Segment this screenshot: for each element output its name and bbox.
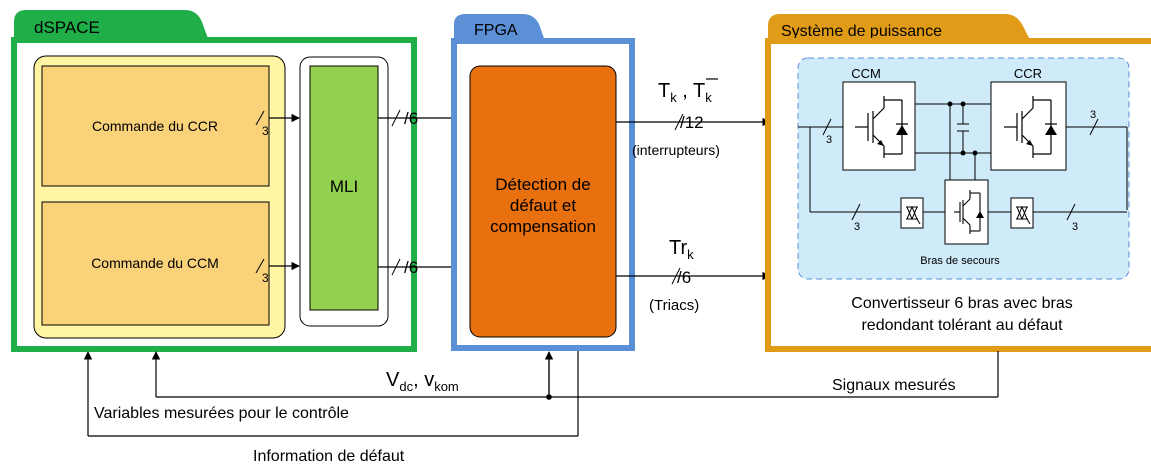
junction-dot [546,394,552,400]
power-title: Système de puissance [781,23,942,40]
triacs-caption: (Triacs) [649,297,699,314]
backup-leg-icon [944,179,989,245]
ccm-bus-slash [255,258,265,274]
junction-dot [960,101,966,107]
converter-bus-width-left: 3 [854,221,860,233]
converter-bus-width-right: 3 [1072,221,1078,233]
converter-caption-line1: Convertisseur 6 bras avec bras [851,295,1072,312]
feedback-wiring [88,351,999,437]
ccr-control-block [41,65,270,187]
dspace-tab [14,10,210,44]
fpga-block-line2: défaut et [510,196,576,215]
junction-dot [947,101,953,107]
measured-signals-label: Signaux mesurés [832,377,956,394]
switches-caption: (interrupteurs) [632,142,720,158]
ccr-igbt-icon [990,81,1067,171]
ccm-label: CCM [851,66,881,81]
converter-bus-width-out: 3 [1090,109,1096,121]
ccm-control-label: Commande du CCM [91,255,219,271]
ccm-igbt-icon [842,81,916,171]
switches-bus-slash [674,113,684,131]
ccm-control-block [41,201,270,326]
triac-left-icon [900,197,924,229]
junction-dot [972,150,978,156]
junction-dot [960,150,966,156]
converter-bus-slash [1066,203,1076,221]
ccr-control-label: Commande du CCR [92,118,218,134]
mli-top-bus-width: /6 [404,109,418,128]
fault-information-label: Information de défaut [253,448,405,464]
dspace-title: dSPACE [34,18,100,37]
trk-label: Trk [669,237,694,262]
triac-right-icon [1010,197,1034,229]
mli-bottom-bus-slash [391,258,401,276]
fpga-detection-block [469,65,617,338]
tkbar-label: T [693,80,705,102]
mli-label: MLI [330,177,358,196]
power-tab [768,14,1032,44]
converter-bus-slash [1089,118,1099,136]
mli-bottom-bus-width: /6 [404,258,418,277]
converter-caption-line2: redondant tolérant au défaut [861,317,1063,334]
control-variables-label: Variables mesurées pour le contrôle [94,405,349,422]
mli-block [309,65,379,311]
converter-bus-width-in: 3 [826,134,832,146]
converter-bus-slash [851,203,861,221]
triacs-bus-slash [671,267,681,285]
switches-width: /12 [680,113,704,132]
fpga-block-line3: compensation [490,217,596,236]
ccm-bus-width: 3 [262,271,269,285]
ccr-bus-width: 3 [262,124,269,138]
triacs-width: /6 [677,268,691,287]
fpga-tab [454,14,546,44]
converter-bus-slash [822,118,832,136]
fpga-block-line1: Détection de [495,175,590,194]
ccr-bus-slash [255,110,265,126]
vdc-vkom-label: Vdc, vkom [386,369,459,394]
ccr-label: CCR [1014,66,1042,81]
tk-label: Tk , Tk [658,80,712,105]
mli-top-bus-slash [391,109,401,127]
fpga-title: FPGA [474,22,518,39]
backup-leg-label: Bras de secours [920,255,1000,267]
